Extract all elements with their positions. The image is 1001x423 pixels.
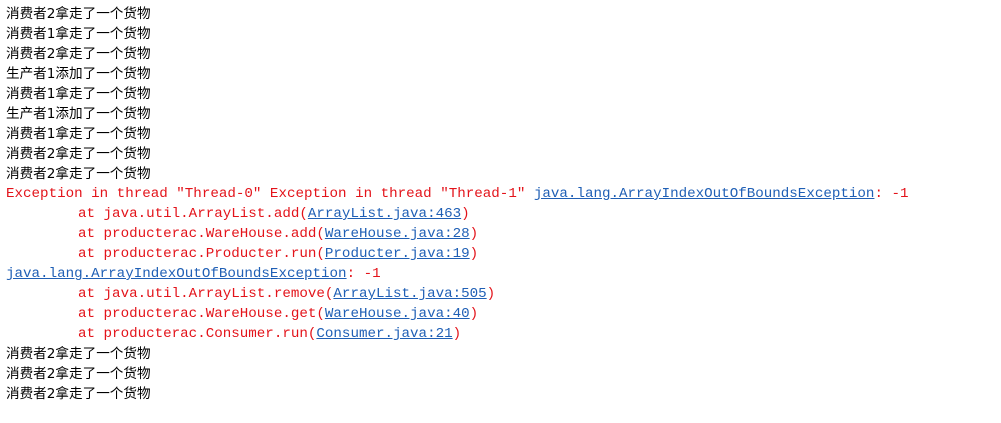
output-line: 消费者2拿走了一个货物: [6, 6, 151, 22]
trace-close: ): [469, 246, 479, 262]
trace-close: ): [461, 206, 470, 222]
exception-line: Exception in thread "Thread-0" Exception…: [6, 184, 1001, 204]
output-line: 消费者2拿走了一个货物: [6, 366, 151, 382]
source-link[interactable]: Producter.java:19: [324, 246, 470, 262]
output-line: 消费者2拿走了一个货物: [6, 146, 151, 162]
exception-class-link[interactable]: java.lang.ArrayIndexOutOfBoundsException: [533, 186, 875, 202]
exception-line: java.lang.ArrayIndexOutOfBoundsException…: [6, 264, 1001, 284]
trace-method: at producterac.WareHouse.add(: [78, 226, 325, 242]
exception-class-link[interactable]: java.lang.ArrayIndexOutOfBoundsException: [6, 266, 347, 282]
exception-message: : -1: [874, 186, 909, 202]
stack-trace-line: at java.util.ArrayList.remove(ArrayList.…: [6, 284, 1001, 304]
exception-prefix: Exception in thread "Thread-0" Exception…: [6, 186, 534, 202]
trace-method: at producterac.Consumer.run(: [78, 326, 317, 342]
stack-trace-line: at producterac.Consumer.run(Consumer.jav…: [6, 324, 1001, 344]
trace-close: ): [469, 306, 479, 322]
stack-trace-line: at producterac.WareHouse.add(WareHouse.j…: [6, 224, 1001, 244]
output-line: 消费者2拿走了一个货物: [6, 346, 151, 362]
source-link[interactable]: WareHouse.java:40: [324, 306, 470, 322]
stack-trace-line: at java.util.ArrayList.add(ArrayList.jav…: [6, 204, 1001, 224]
source-link[interactable]: Consumer.java:21: [316, 326, 453, 342]
output-line: 生产者1添加了一个货物: [6, 66, 151, 82]
trace-close: ): [486, 286, 496, 302]
output-line: 消费者2拿走了一个货物: [6, 46, 151, 62]
trace-close: ): [469, 226, 479, 242]
source-link[interactable]: WareHouse.java:28: [324, 226, 470, 242]
output-line: 消费者2拿走了一个货物: [6, 166, 151, 182]
output-line: 消费者2拿走了一个货物: [6, 386, 151, 402]
output-line: 消费者1拿走了一个货物: [6, 126, 151, 142]
trace-method: at producterac.Producter.run(: [78, 246, 325, 262]
exception-message: : -1: [346, 266, 381, 282]
output-line: 生产者1添加了一个货物: [6, 106, 151, 122]
source-link[interactable]: ArrayList.java:463: [307, 206, 462, 222]
trace-method: at java.util.ArrayList.remove(: [78, 286, 334, 302]
output-line: 消费者1拿走了一个货物: [6, 26, 151, 42]
stack-trace-line: at producterac.Producter.run(Producter.j…: [6, 244, 1001, 264]
source-link[interactable]: ArrayList.java:505: [333, 286, 487, 302]
trace-method: at producterac.WareHouse.get(: [78, 306, 325, 322]
stack-trace-line: at producterac.WareHouse.get(WareHouse.j…: [6, 304, 1001, 324]
output-line: 消费者1拿走了一个货物: [6, 86, 151, 102]
trace-method: at java.util.ArrayList.add(: [78, 206, 308, 222]
trace-close: ): [452, 326, 462, 342]
